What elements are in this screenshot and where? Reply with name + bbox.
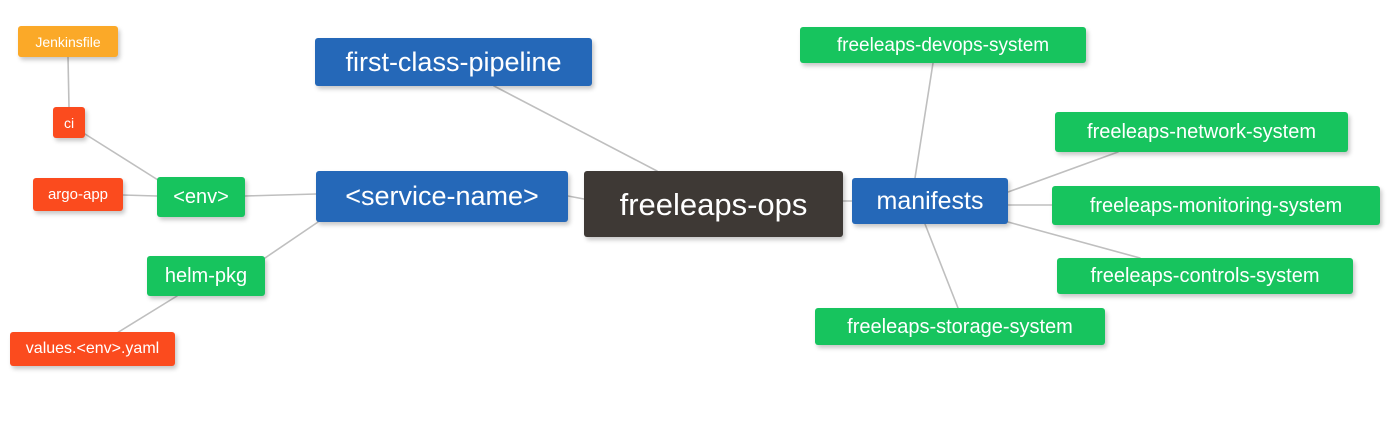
node-label-freeleaps-ops: freeleaps-ops [619, 186, 808, 222]
node-label-helm-pkg: helm-pkg [164, 265, 248, 287]
node-helm-pkg[interactable]: helm-pkg [147, 256, 265, 296]
node-label-values-env-yaml: values.<env>.yaml [25, 340, 160, 357]
node-service-name[interactable]: <service-name> [316, 171, 568, 222]
node-freeleaps-ops[interactable]: freeleaps-ops [584, 171, 843, 237]
edge-argo-app-to-env [122, 194, 158, 197]
node-freeleaps-monitoring-system[interactable]: freeleaps-monitoring-system [1052, 186, 1380, 225]
node-jenkinsfile[interactable]: Jenkinsfile [18, 26, 118, 57]
edge-ci-to-env [84, 133, 159, 181]
edge-manifests-to-freeleaps-devops-system [914, 62, 934, 179]
node-label-ci: ci [63, 114, 75, 131]
node-label-freeleaps-monitoring-system: freeleaps-monitoring-system [1089, 194, 1343, 217]
node-label-freeleaps-devops-system: freeleaps-devops-system [836, 34, 1050, 56]
node-label-freeleaps-controls-system: freeleaps-controls-system [1090, 265, 1320, 287]
edge-first-class-pipeline-to-freeleaps-ops [493, 85, 658, 172]
edge-helm-pkg-to-values-env-yaml [116, 295, 178, 334]
node-label-first-class-pipeline: first-class-pipeline [345, 46, 562, 77]
node-freeleaps-controls-system[interactable]: freeleaps-controls-system [1057, 258, 1353, 294]
node-freeleaps-devops-system[interactable]: freeleaps-devops-system [800, 27, 1086, 63]
node-label-freeleaps-network-system: freeleaps-network-system [1087, 121, 1316, 143]
node-label-freeleaps-storage-system: freeleaps-storage-system [847, 315, 1073, 338]
edge-jenkinsfile-to-ci [67, 56, 70, 108]
node-label-service-name: <service-name> [345, 181, 539, 211]
node-freeleaps-network-system[interactable]: freeleaps-network-system [1055, 112, 1348, 152]
edge-manifests-to-freeleaps-storage-system [924, 223, 959, 309]
edge-service-name-to-helm-pkg [264, 221, 319, 259]
edge-env-to-service-name [244, 193, 317, 197]
node-manifests[interactable]: manifests [852, 178, 1008, 224]
edge-manifests-to-freeleaps-controls-system [1007, 221, 1141, 259]
node-label-env: <env> [173, 186, 229, 208]
node-ci[interactable]: ci [53, 107, 85, 138]
node-argo-app[interactable]: argo-app [33, 178, 123, 211]
node-label-argo-app: argo-app [47, 186, 109, 203]
node-first-class-pipeline[interactable]: first-class-pipeline [315, 38, 592, 86]
node-freeleaps-storage-system[interactable]: freeleaps-storage-system [815, 308, 1105, 345]
node-label-jenkinsfile: Jenkinsfile [35, 33, 101, 50]
node-label-manifests: manifests [876, 186, 984, 215]
node-values-env-yaml[interactable]: values.<env>.yaml [10, 332, 175, 366]
edge-service-name-to-freeleaps-ops [567, 195, 585, 200]
node-env[interactable]: <env> [157, 177, 245, 217]
